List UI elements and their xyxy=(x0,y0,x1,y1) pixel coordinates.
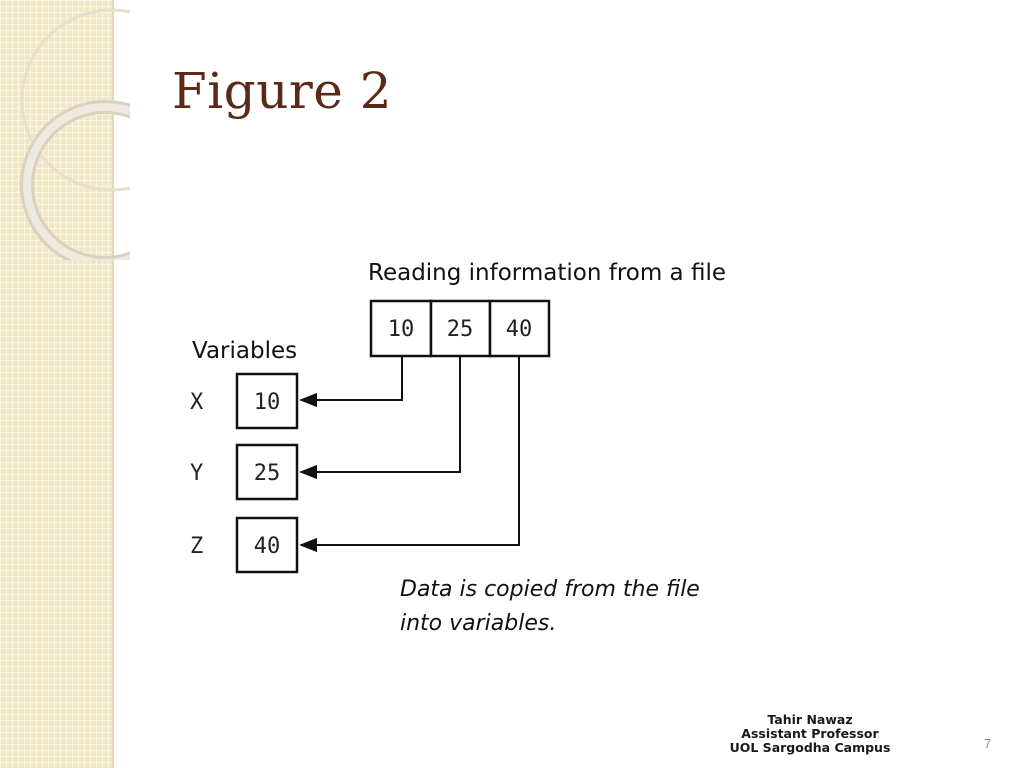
variable-value-x: 10 xyxy=(254,390,281,415)
file-caption: Reading information from a file xyxy=(368,260,726,286)
author-position: Assistant Professor xyxy=(741,726,879,741)
variable-box-x xyxy=(235,372,299,430)
arrow-file-to-x xyxy=(299,357,403,408)
copy-note-line-1: Data is copied from the file xyxy=(400,577,700,602)
author-campus: UOL Sargodha Campus xyxy=(729,740,891,755)
file-box-row: 10 25 40 xyxy=(369,299,551,358)
decorative-rings xyxy=(20,8,130,260)
copy-note-line-2: into variables. xyxy=(400,611,556,636)
file-value-1: 10 xyxy=(388,317,415,342)
variable-value-z: 40 xyxy=(254,534,281,559)
variable-row-z: Z 40 xyxy=(190,516,299,574)
file-value-3: 40 xyxy=(506,317,533,342)
author-name: Tahir Nawaz xyxy=(767,712,853,727)
file-read-diagram: Reading information from a file 10 25 40… xyxy=(190,260,726,636)
variable-value-y: 25 xyxy=(254,461,281,486)
file-value-2: 25 xyxy=(447,317,474,342)
variable-row-x: X 10 xyxy=(190,372,299,430)
file-cell-2 xyxy=(429,299,492,358)
arrow-file-to-z xyxy=(299,357,520,553)
arrow-file-to-y xyxy=(299,357,461,480)
variables-label: Variables xyxy=(192,338,297,364)
variable-name-x: X xyxy=(190,390,204,415)
variable-box-z xyxy=(235,516,299,574)
variable-row-y: Y 25 xyxy=(190,443,299,501)
page-number: 7 xyxy=(984,736,992,751)
slide-title: Figure 2 xyxy=(172,62,393,120)
variable-name-y: Y xyxy=(190,461,203,486)
file-cell-3 xyxy=(488,299,551,358)
variable-box-y xyxy=(235,443,299,501)
author-credit: Tahir Nawaz Assistant Professor UOL Sarg… xyxy=(690,713,930,755)
variable-name-z: Z xyxy=(190,534,203,559)
